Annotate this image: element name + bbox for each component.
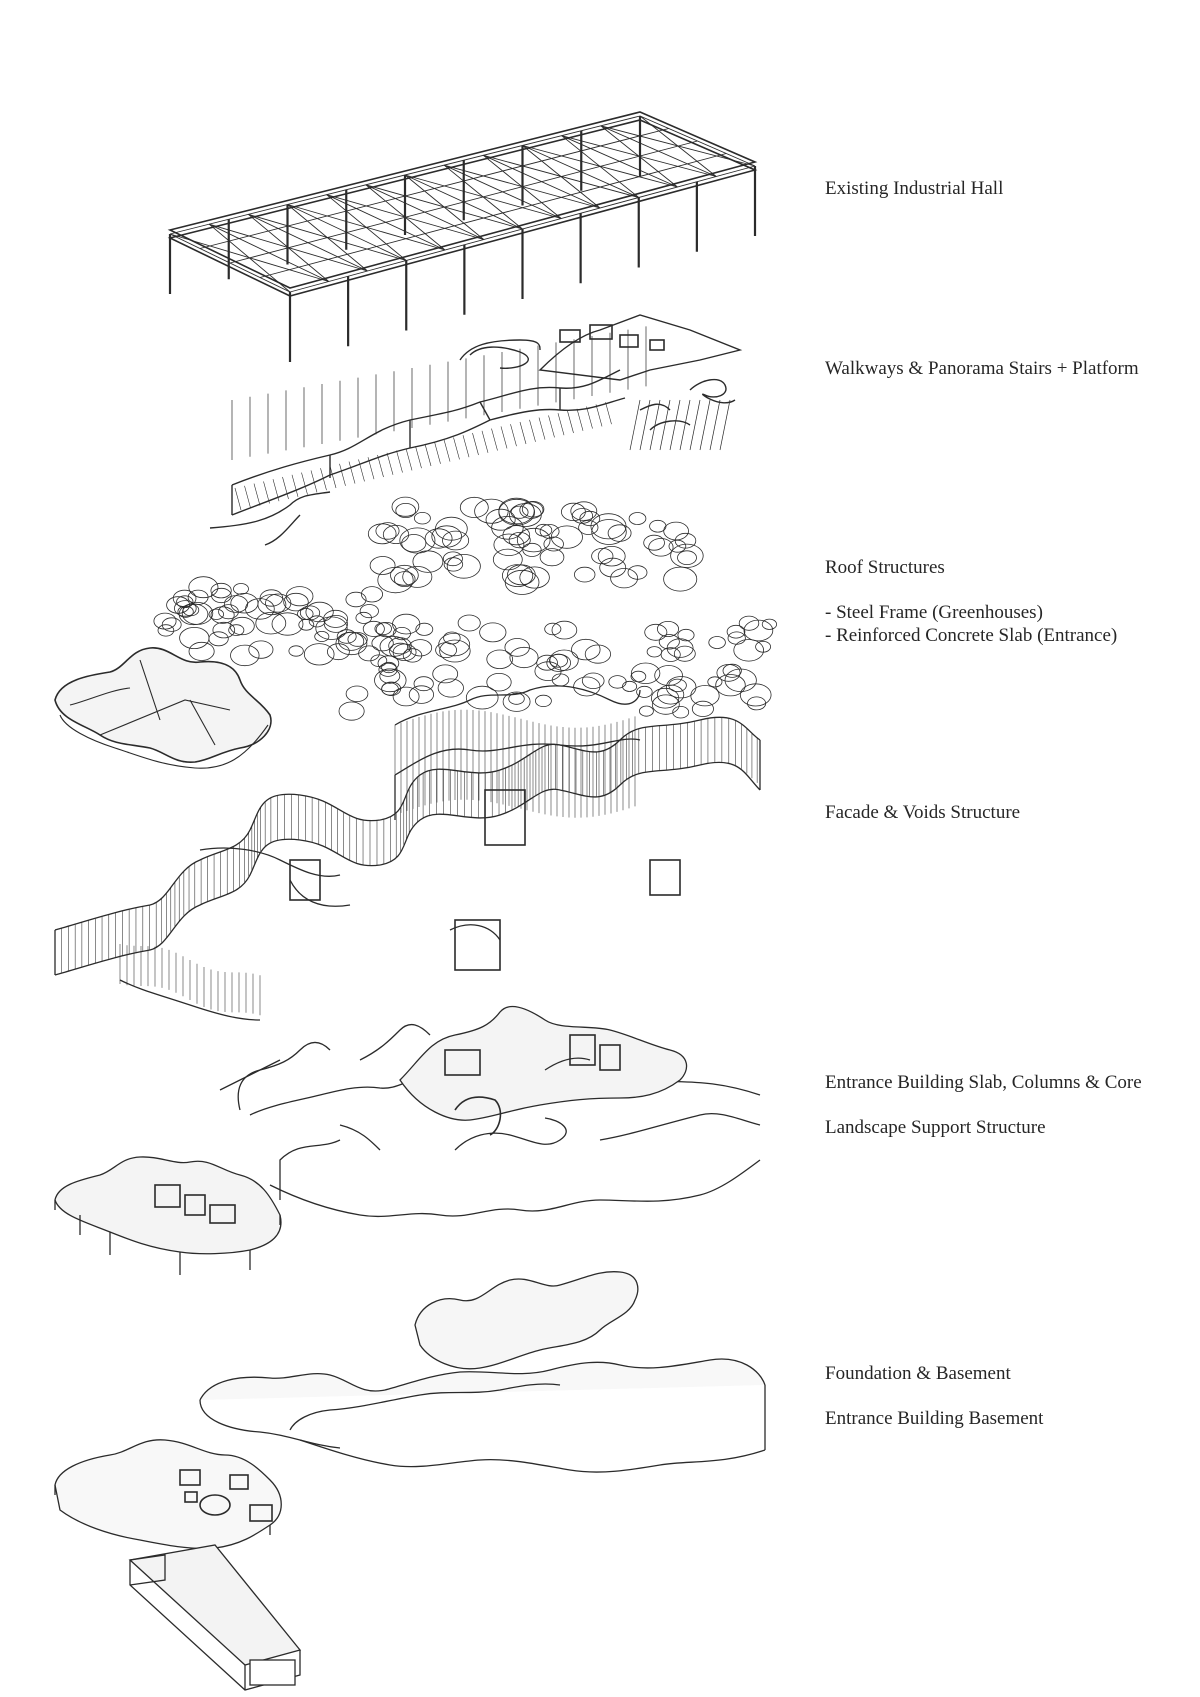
label-entrance-building-slab: Entrance Building Slab, Columns & Core: [825, 1072, 1142, 1093]
label-foundation-basement: Foundation & Basement: [825, 1363, 1011, 1384]
label-landscape-support: Landscape Support Structure: [825, 1117, 1046, 1138]
label-existing-industrial-hall: Existing Industrial Hall: [825, 178, 1004, 199]
label-roof-steel-frame: - Steel Frame (Greenhouses): [825, 602, 1043, 623]
label-entrance-building-basement: Entrance Building Basement: [825, 1408, 1044, 1429]
label-facade-voids: Facade & Voids Structure: [825, 802, 1021, 823]
label-walkways: Walkways & Panorama Stairs + Platform: [825, 358, 1139, 379]
label-roof-concrete-slab: - Reinforced Concrete Slab (Entrance): [825, 625, 1118, 646]
label-roof-structures: Roof Structures: [825, 557, 945, 578]
